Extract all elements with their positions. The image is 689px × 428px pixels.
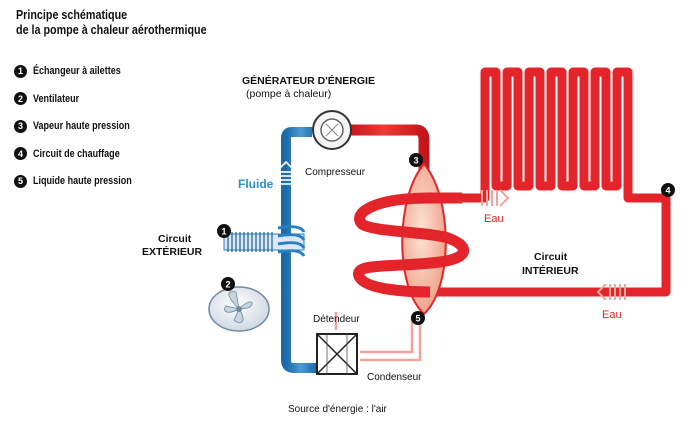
circuit-int-label: Circuit (534, 251, 568, 263)
generator-label: GÉNÉRATEUR D'ÉNERGIE (242, 74, 375, 87)
legend-label: Ventilateur (33, 92, 80, 105)
marker-2: 2 (221, 277, 235, 291)
legend: 1 Échangeur à ailettes 2 Ventilateur 3 V… (14, 64, 214, 202)
svg-text:5: 5 (415, 314, 420, 324)
diagram-title: Principe schématique de la pompe à chale… (16, 8, 207, 38)
legend-label: Circuit de chauffage (33, 147, 120, 160)
legend-item-1: 1 Échangeur à ailettes (14, 64, 214, 78)
cold-fluid-circuit (223, 127, 316, 373)
condenseur-label: Condenseur (367, 372, 422, 383)
compresseur-label: Compresseur (305, 167, 366, 178)
legend-label: Échangeur à ailettes (33, 65, 121, 77)
marker-3: 3 (409, 153, 423, 167)
fluide-label: Fluide (238, 177, 274, 191)
marker-5: 5 (411, 311, 425, 325)
source-label: Source d'énergie : l'air (288, 404, 388, 415)
legend-item-3: 3 Vapeur haute pression (14, 119, 214, 133)
hot-refrigerant-circuit (334, 124, 430, 362)
title-line-2: de la pompe à chaleur aérothermique (16, 23, 207, 37)
water-flow-arrow-bottom (596, 283, 626, 301)
marker-1: 1 (217, 224, 231, 238)
fluide-flow-arrow (279, 160, 293, 185)
svg-text:3: 3 (413, 156, 418, 166)
svg-text:2: 2 (225, 280, 230, 290)
compressor (312, 110, 352, 150)
legend-label: Vapeur haute pression (33, 120, 130, 132)
water-flow-arrow-top (481, 189, 510, 207)
eau-bottom-label: Eau (602, 309, 622, 321)
eau-top-label: Eau (484, 213, 504, 225)
legend-item-2: 2 Ventilateur (14, 92, 214, 106)
vessel-coil (353, 192, 469, 298)
legend-number: 1 (14, 64, 27, 78)
legend-number: 4 (14, 147, 27, 160)
circuit-ext-label: Circuit (158, 233, 192, 245)
legend-number: 5 (14, 174, 27, 188)
condenser-to-expander-line (360, 316, 422, 362)
detendeur-label: Détendeur (313, 314, 360, 325)
legend-number: 2 (14, 92, 27, 105)
generator-sublabel: (pompe à chaleur) (246, 88, 331, 100)
legend-item-5: 5 Liquide haute pression (14, 174, 214, 188)
circuit-int-sublabel: INTÉRIEUR (522, 264, 579, 277)
legend-label: Liquide haute pression (33, 175, 132, 187)
radiator-serpentine (430, 67, 671, 297)
fan-icon (208, 286, 270, 332)
interior-circuit (430, 67, 671, 297)
legend-number: 3 (14, 119, 27, 133)
hot-pipe-compressor-to-vessel (350, 124, 430, 170)
svg-text:1: 1 (221, 227, 226, 237)
fin-exchanger (223, 225, 306, 257)
title-line-1: Principe schématique (16, 8, 128, 22)
expansion-valve (316, 333, 358, 375)
circuit-ext-sublabel: EXTÉRIEUR (142, 245, 203, 258)
marker-4: 4 (661, 183, 675, 197)
svg-text:4: 4 (665, 186, 670, 196)
legend-item-4: 4 Circuit de chauffage (14, 147, 214, 161)
